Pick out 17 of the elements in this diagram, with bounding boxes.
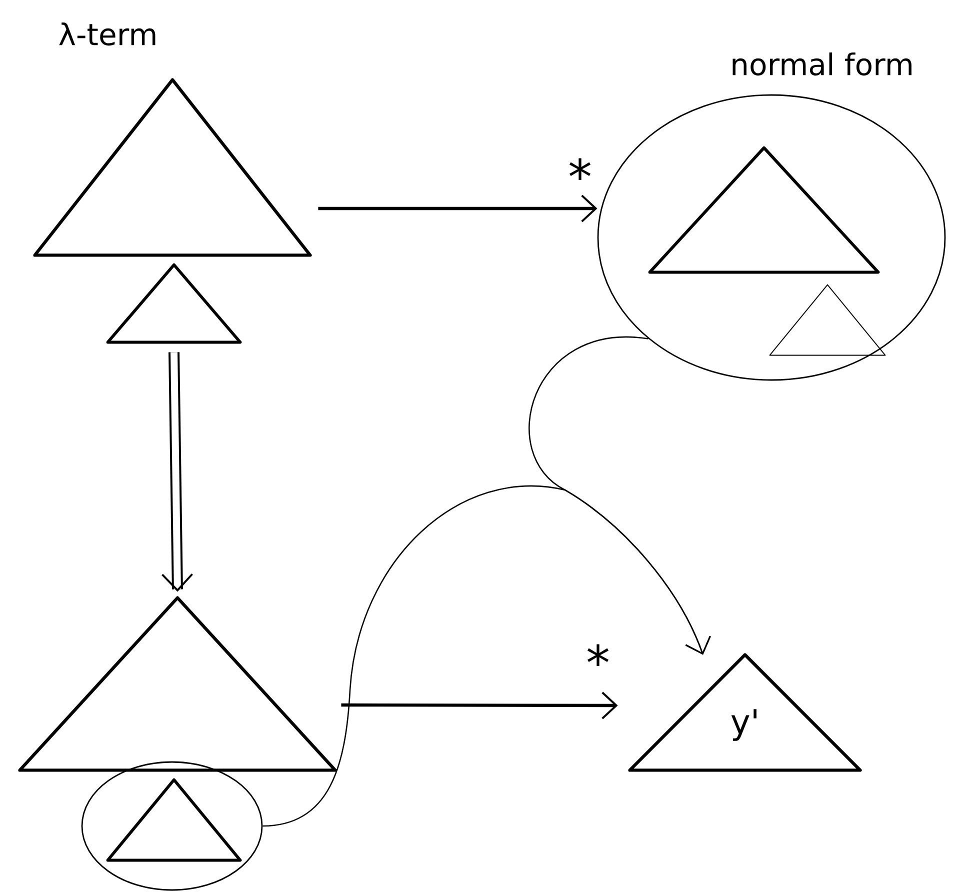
heading-text: normal form <box>732 52 912 76</box>
tree-triangle <box>33 78 312 257</box>
encircling-loop <box>597 94 946 381</box>
tree-triangle <box>648 146 880 274</box>
tree-triangle: y' <box>628 653 862 772</box>
tree-triangle <box>18 596 337 772</box>
arrow <box>318 194 598 222</box>
arrow <box>262 486 711 827</box>
tree-triangle <box>106 263 242 344</box>
tree-triangle <box>106 778 242 862</box>
edge-label: * <box>585 643 611 681</box>
heading-text: λ-term <box>59 22 156 46</box>
tree-triangle <box>769 284 886 356</box>
arrow <box>341 692 618 720</box>
encircling-loop <box>81 761 263 891</box>
arrow <box>162 352 193 592</box>
edge-label: * <box>567 157 593 195</box>
